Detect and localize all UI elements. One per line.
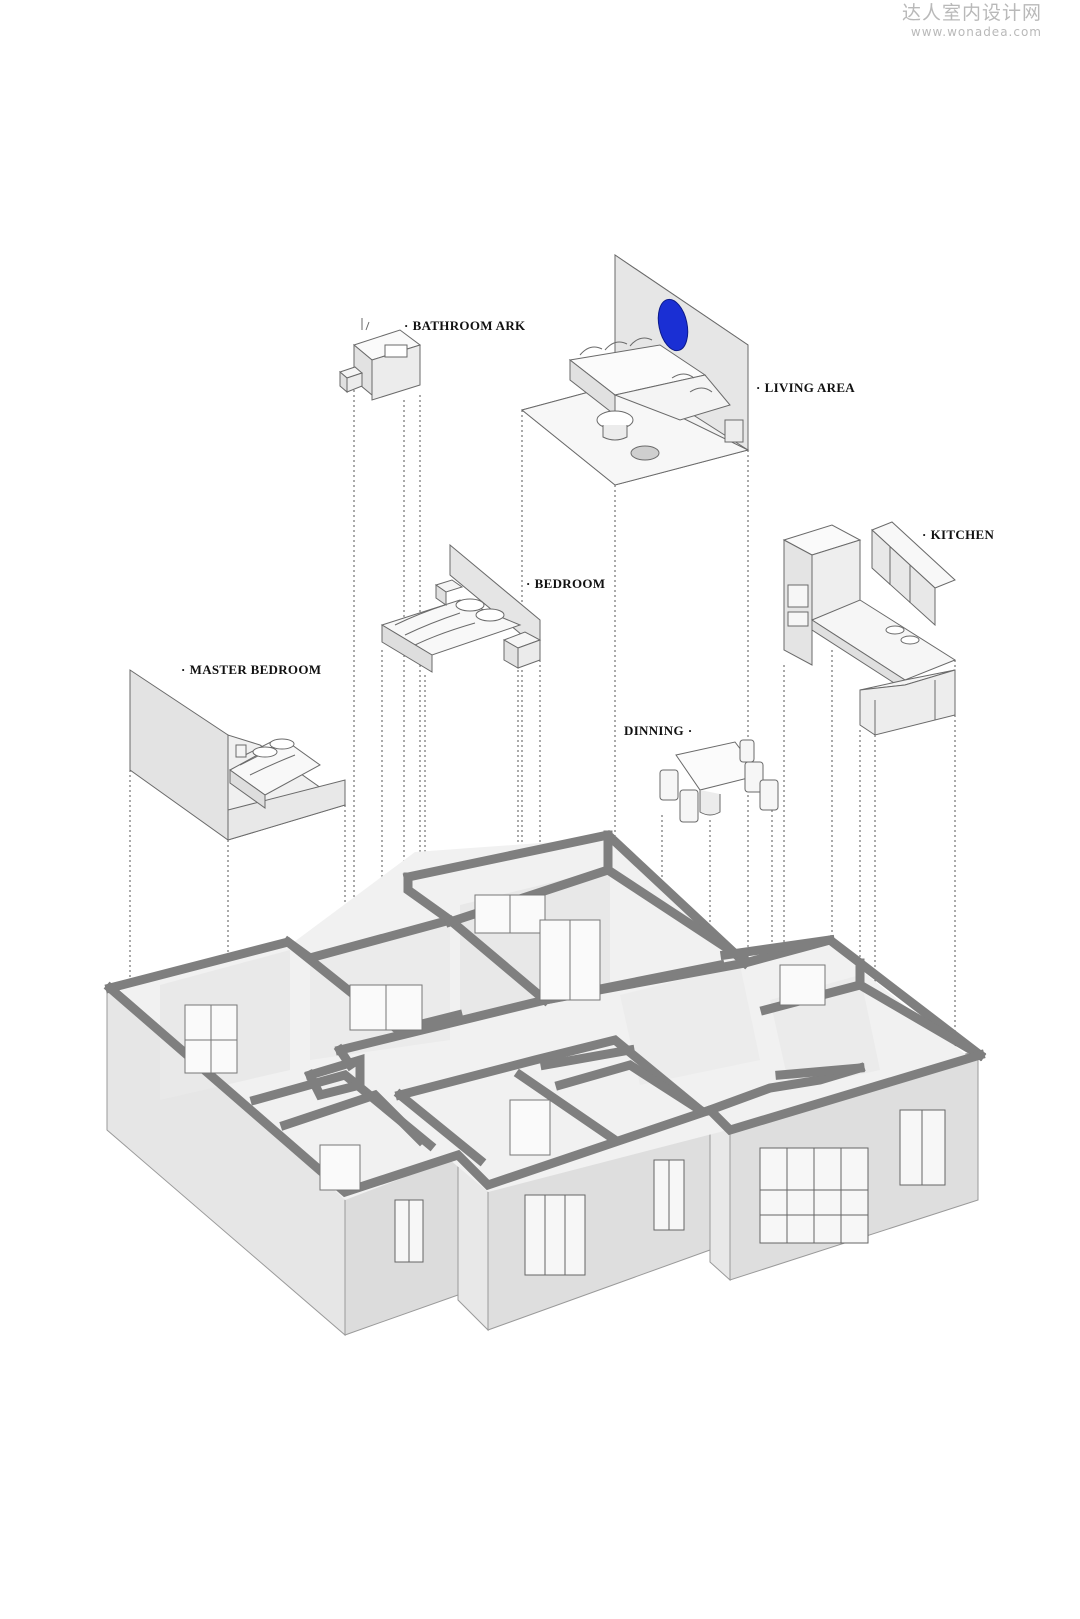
label-living-area: ·LIVING AREA <box>756 380 855 395</box>
apartment-model <box>103 830 987 1337</box>
blue-mirror <box>657 298 689 352</box>
label-dinning: DINNING· <box>624 723 693 738</box>
label-kitchen-text: KITCHEN <box>930 527 995 542</box>
dinning-module <box>659 739 779 823</box>
kitchen-module <box>782 521 957 736</box>
label-living-area-text: LIVING AREA <box>764 380 855 395</box>
label-master-bedroom-text: MASTER BEDROOM <box>189 662 322 677</box>
bedroom-module <box>380 543 542 673</box>
label-dinning-text: DINNING <box>624 723 684 738</box>
label-kitchen: ·KITCHEN <box>922 527 995 542</box>
watermark-url: www.wonadea.com <box>910 25 1042 39</box>
exterior-wall-front-d <box>709 1108 731 1282</box>
interior-walls-shade-4 <box>620 965 760 1085</box>
label-bedroom-text: BEDROOM <box>534 576 606 591</box>
watermark-brand: 达人室内设计网 <box>901 2 1042 24</box>
label-bathroom-ark: ·BATHROOM ARK <box>404 318 526 333</box>
exterior-windows <box>394 1109 946 1276</box>
living-area-module <box>520 254 750 486</box>
label-bathroom-ark-text: BATHROOM ARK <box>412 318 526 333</box>
label-master-bedroom: ·MASTER BEDROOM <box>181 662 322 677</box>
bathroom-ark-module <box>339 318 422 401</box>
watermark: 达人室内设计网 www.wonadea.com <box>902 2 1042 40</box>
interior-windows <box>184 894 826 1191</box>
master-bedroom-module <box>129 669 347 841</box>
label-bedroom: ·BEDROOM <box>526 576 606 591</box>
